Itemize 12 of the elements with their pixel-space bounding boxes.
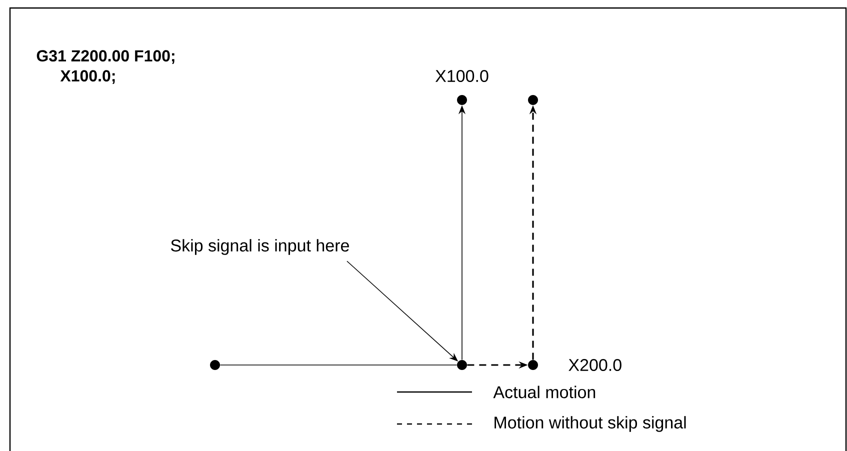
point-dot <box>210 360 220 370</box>
coordinate-label: X200.0 <box>568 358 622 372</box>
point-dot <box>457 95 467 105</box>
program-code: G31 Z200.00 F100; <box>36 50 174 64</box>
coordinate-label: X100.0 <box>435 70 488 82</box>
legend-text: Actual motion <box>493 386 596 398</box>
point-dot <box>457 360 467 370</box>
point-dot <box>528 95 538 105</box>
legend-text: Motion without skip signal <box>494 416 686 432</box>
program-code: X100.0; <box>60 70 115 84</box>
point-dot <box>528 360 538 370</box>
callout-text: Skip signal is input here <box>171 239 349 255</box>
